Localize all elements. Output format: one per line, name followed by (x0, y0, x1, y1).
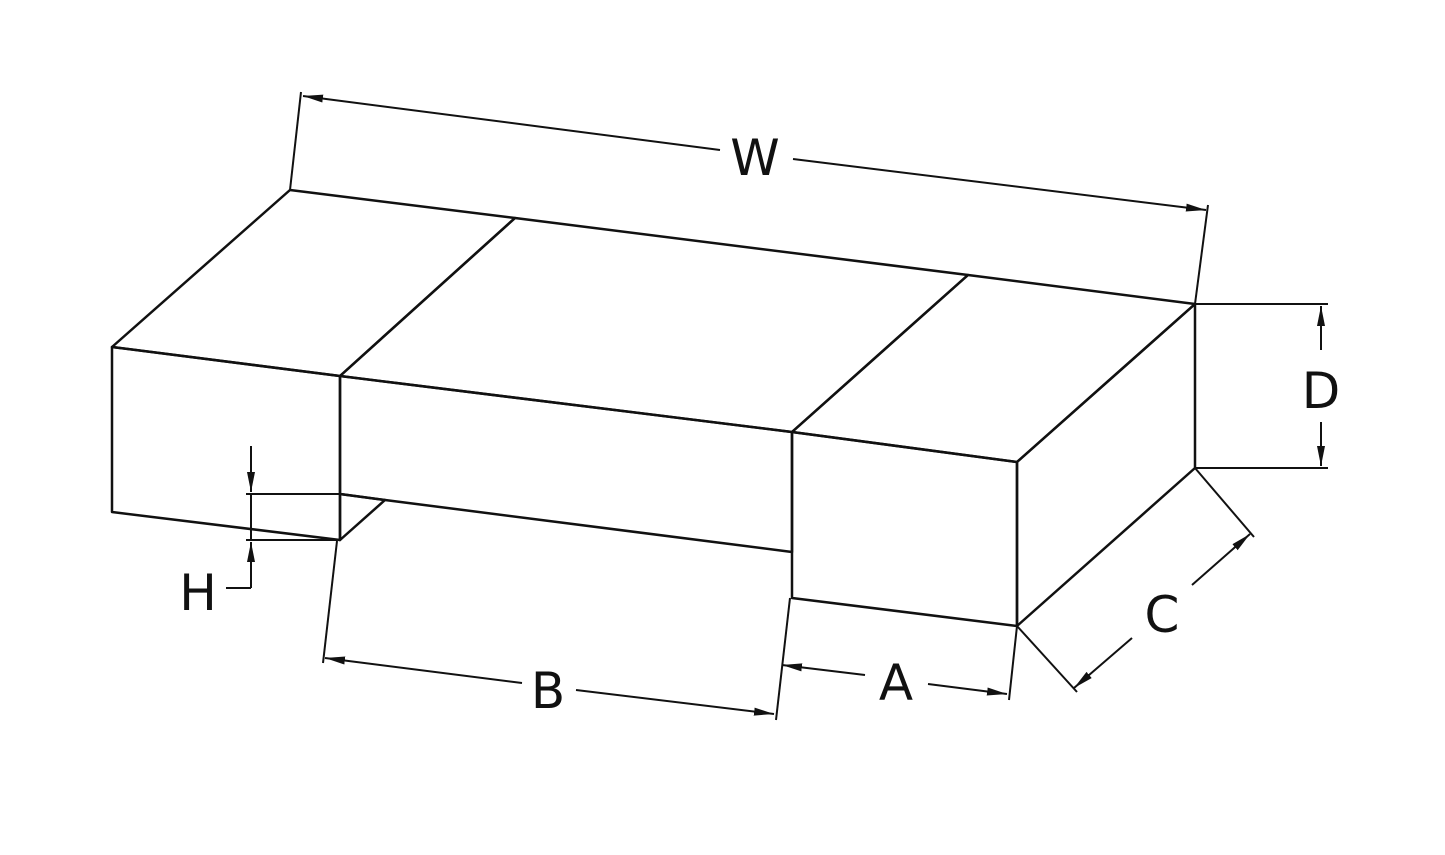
label-h: H (179, 564, 217, 622)
left-terminal (110, 188, 517, 542)
dimension-h: H (179, 446, 340, 622)
dimension-d: D (1195, 303, 1341, 469)
dimension-w: W (289, 91, 1209, 305)
label-c: C (1145, 586, 1180, 644)
right-terminal (790, 273, 1197, 628)
label-d: D (1302, 362, 1341, 420)
dimension-b: B (322, 540, 791, 721)
label-w: W (730, 129, 779, 187)
resistive-body (338, 216, 970, 554)
label-a: A (879, 654, 913, 712)
dimension-c: C (1016, 467, 1255, 693)
dimension-a: A (781, 625, 1018, 712)
label-b: B (531, 662, 565, 720)
